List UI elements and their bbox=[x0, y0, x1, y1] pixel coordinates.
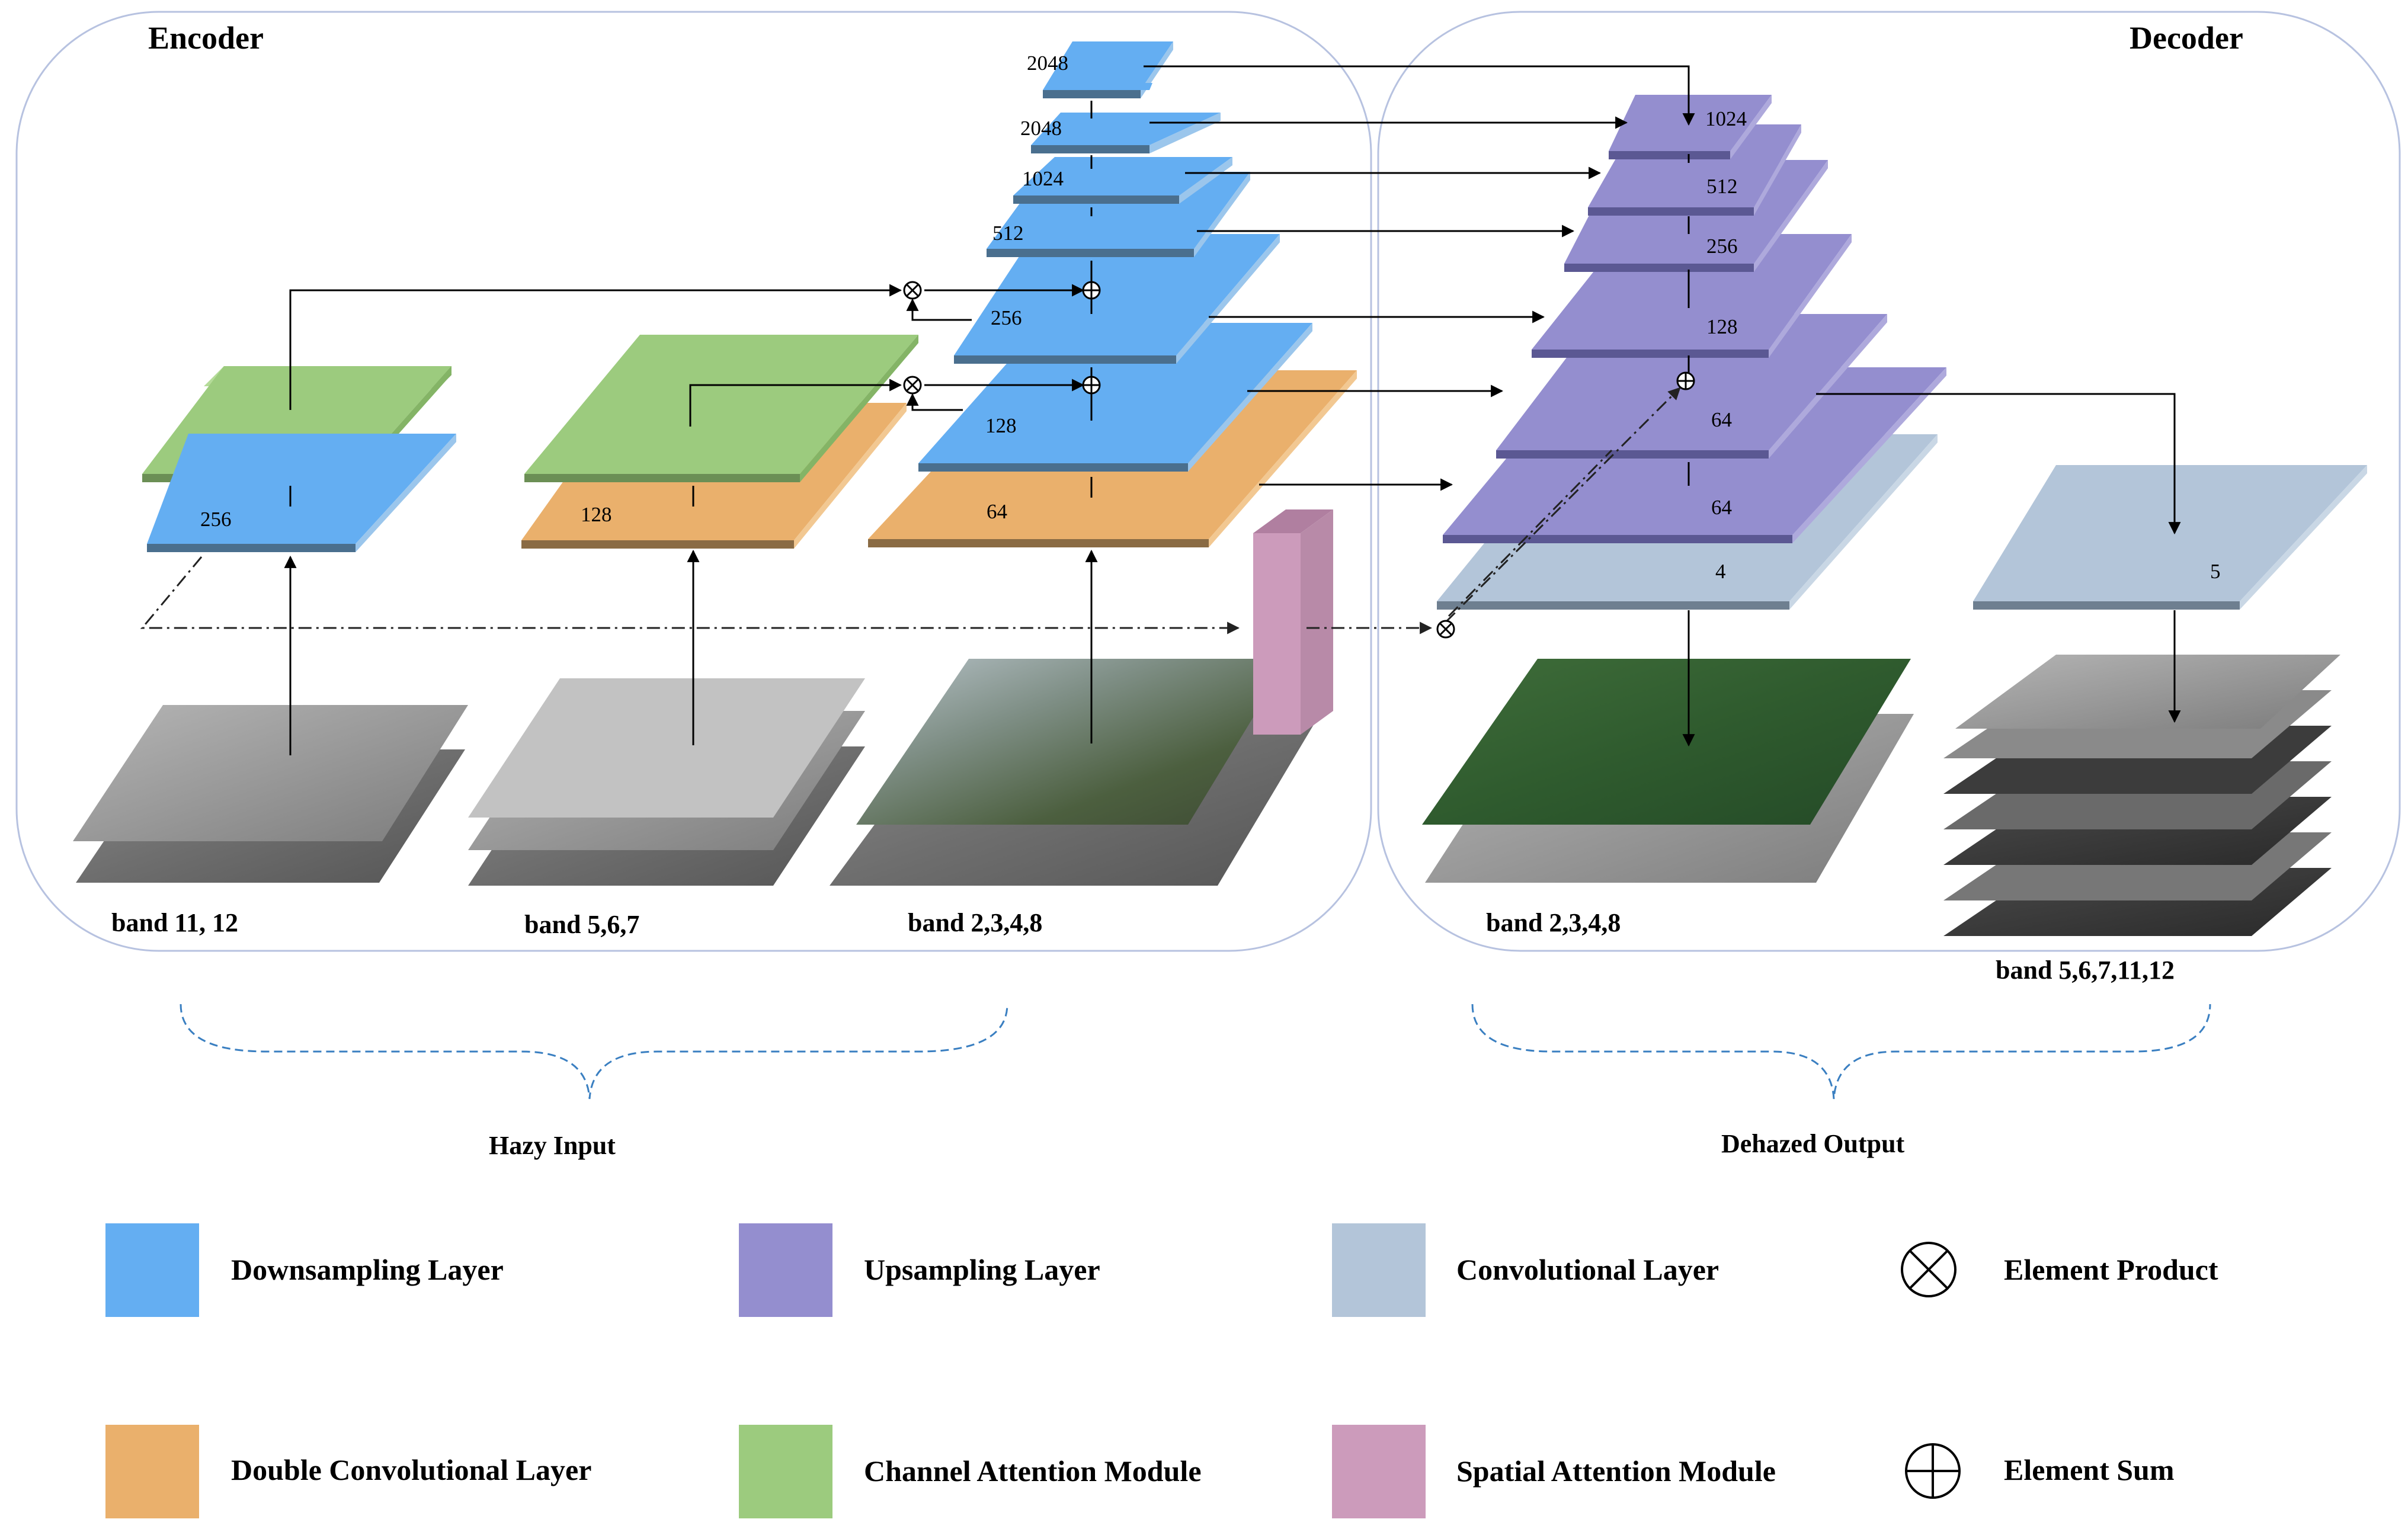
spatial-attention-module bbox=[1253, 509, 1333, 735]
label-dec-up4: 128 bbox=[1706, 315, 1738, 338]
label-enc-b-double: 128 bbox=[581, 503, 612, 526]
decoder-panel bbox=[1377, 11, 2401, 952]
connections bbox=[284, 65, 2181, 755]
element-sum-icon bbox=[1905, 1443, 1961, 1499]
label-dec-up5: 64 bbox=[1711, 408, 1732, 431]
encoder-panel bbox=[15, 11, 1372, 952]
legend-swatch-channel-attention bbox=[739, 1425, 832, 1518]
label-enc-c-down2: 256 bbox=[991, 306, 1022, 329]
decoder-title: Decoder bbox=[2130, 20, 2243, 56]
downsampling-layer-c6 bbox=[1043, 41, 1173, 98]
legend-label-convolutional: Convolutional Layer bbox=[1456, 1253, 1719, 1286]
legend-swatch-double-conv bbox=[105, 1425, 199, 1518]
label-enc-c-down6: 2048 bbox=[1027, 52, 1068, 75]
label-dec-up1: 1024 bbox=[1705, 107, 1747, 130]
label-dec-up2: 512 bbox=[1706, 175, 1738, 198]
attention-dashdot-path bbox=[140, 387, 1681, 634]
band-label-enc-c: band 2,3,4,8 bbox=[908, 908, 1042, 937]
label-enc-c-double: 64 bbox=[987, 500, 1007, 523]
legend-swatch-spatial-attention bbox=[1332, 1425, 1426, 1518]
dehazed-output-label: Dehazed Output bbox=[1721, 1129, 1905, 1158]
output-images-band-5-6-7-11-12 bbox=[1943, 655, 2340, 936]
channel-attention-module-b bbox=[524, 335, 918, 482]
brace-hazy-input bbox=[180, 1004, 1008, 1100]
label-enc-c-down5: 2048 bbox=[1020, 117, 1062, 140]
element-product-node-a bbox=[903, 281, 922, 300]
label-enc-c-down1: 128 bbox=[985, 414, 1017, 437]
output-images-band-2-3-4-8 bbox=[1422, 659, 1914, 883]
element-product-icon bbox=[1901, 1242, 1956, 1297]
downsampling-layer-c2 bbox=[954, 234, 1280, 364]
element-sum-node-decoder bbox=[1676, 371, 1695, 390]
encoder-title: Encoder bbox=[148, 20, 264, 56]
element-product-node-decoder bbox=[1436, 620, 1455, 639]
legend-label-downsampling: Downsampling Layer bbox=[231, 1253, 504, 1286]
input-images-band-11-12 bbox=[73, 705, 468, 883]
label-dec-conv-b: 5 bbox=[2210, 560, 2221, 583]
legend-swatch-convolutional bbox=[1332, 1223, 1426, 1317]
input-images-band-5-6-7 bbox=[468, 678, 865, 886]
legend-label-element-product: Element Product bbox=[2004, 1253, 2218, 1286]
band-label-dec-a: band 2,3,4,8 bbox=[1486, 908, 1621, 937]
element-sum-node-b bbox=[1082, 376, 1101, 395]
legend: Downsampling Layer Upsampling Layer Conv… bbox=[105, 1223, 2218, 1518]
label-dec-up3: 256 bbox=[1706, 235, 1738, 258]
label-enc-c-down4: 1024 bbox=[1022, 167, 1064, 190]
label-dec-conv-a: 4 bbox=[1715, 560, 1726, 583]
downsampling-layer-c4 bbox=[1013, 157, 1232, 204]
downsampling-layer-a bbox=[147, 434, 456, 552]
element-product-node-b bbox=[903, 376, 922, 395]
legend-label-element-sum: Element Sum bbox=[2004, 1453, 2175, 1486]
convolutional-layer-5 bbox=[1973, 465, 2367, 610]
band-label-enc-b: band 5,6,7 bbox=[524, 910, 639, 939]
band-label-dec-b: band 5,6,7,11,12 bbox=[1996, 956, 2175, 985]
input-images-band-2-3-4-8 bbox=[830, 659, 1318, 886]
legend-label-channel-attention: Channel Attention Module bbox=[864, 1454, 1202, 1488]
label-enc-c-down3: 512 bbox=[992, 222, 1024, 245]
label-enc-a-down: 256 bbox=[200, 508, 232, 531]
legend-label-double-conv: Double Convolutional Layer bbox=[231, 1453, 591, 1486]
legend-label-spatial-attention: Spatial Attention Module bbox=[1456, 1454, 1776, 1488]
legend-swatch-downsampling bbox=[105, 1223, 199, 1317]
element-sum-node-a bbox=[1082, 281, 1101, 300]
band-label-enc-a: band 11, 12 bbox=[111, 908, 238, 937]
brace-dehazed-output bbox=[1471, 1004, 2211, 1100]
legend-label-upsampling: Upsampling Layer bbox=[864, 1253, 1100, 1286]
label-dec-up6: 64 bbox=[1711, 496, 1732, 519]
hazy-input-label: Hazy Input bbox=[489, 1131, 616, 1160]
legend-swatch-upsampling bbox=[739, 1223, 832, 1317]
